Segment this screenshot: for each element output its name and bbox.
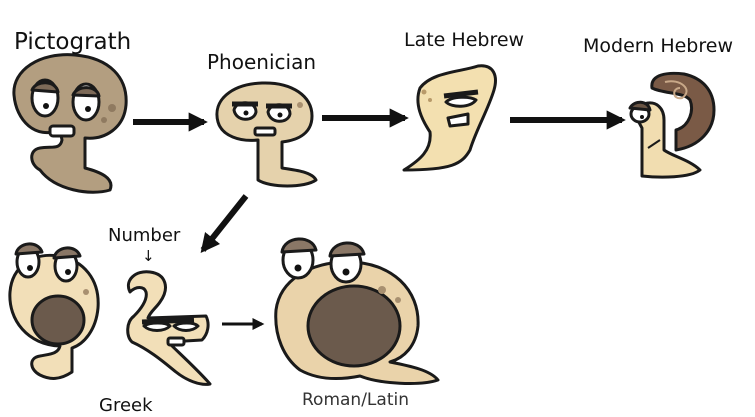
label-late-hebrew: Late Hebrew xyxy=(404,29,525,51)
greek-character xyxy=(8,242,100,380)
roman-shell-hole xyxy=(306,284,402,368)
pictograph-character xyxy=(12,53,128,194)
number-eyes xyxy=(142,321,172,332)
phoenician-character xyxy=(215,81,318,188)
number-character xyxy=(126,270,212,386)
label-greek: Greek xyxy=(99,395,153,416)
arrow-phoenician-to-greek xyxy=(200,194,249,254)
label-roman-latin: Roman/Latin xyxy=(302,390,409,410)
greek-shell-hole xyxy=(30,294,86,346)
number-mouth xyxy=(166,336,186,347)
label-modern-hebrew: Modern Hebrew xyxy=(583,35,733,57)
number-down-arrow: ↓ xyxy=(142,247,155,265)
modern-hebrew-character xyxy=(628,71,716,179)
phoenician-mouth xyxy=(253,126,277,137)
late-hebrew-eye xyxy=(444,95,478,108)
label-phoenician: Phoenician xyxy=(207,50,316,74)
label-pictograph: Pictograth xyxy=(14,29,132,55)
pictograph-body xyxy=(12,53,128,194)
label-number: Number xyxy=(108,225,181,246)
late-hebrew-mouth xyxy=(446,112,470,128)
late-hebrew-character xyxy=(402,64,497,172)
pictograph-mouth xyxy=(48,124,76,138)
roman-character xyxy=(274,237,440,385)
pictograph-left-lid xyxy=(30,81,60,94)
modern-hebrew-shell xyxy=(650,71,716,152)
pictograph-right-lid xyxy=(71,86,101,98)
